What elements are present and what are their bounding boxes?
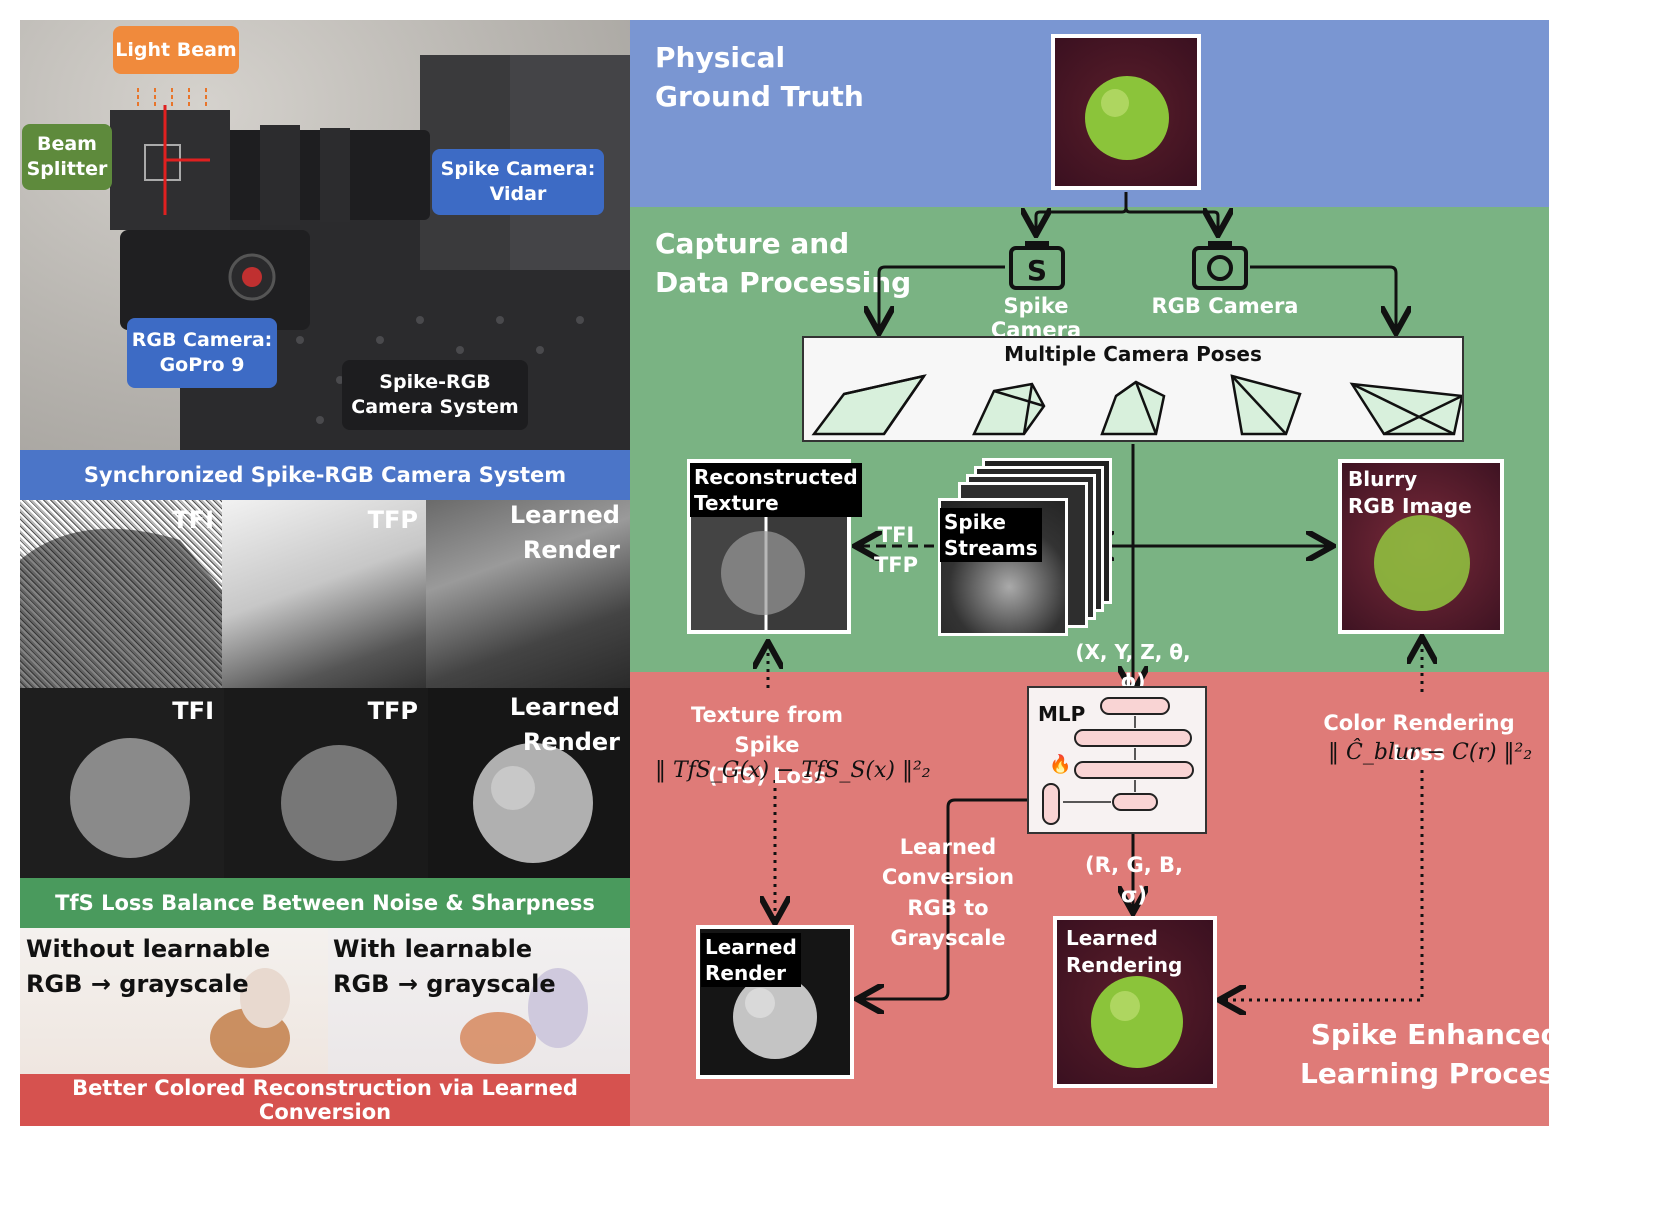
light-beam-tag: Light Beam bbox=[113, 26, 239, 74]
anime-with-label: With learnable RGB → grayscale bbox=[333, 935, 556, 998]
apple-learned-image bbox=[428, 688, 630, 878]
ground-truth-title: Physical Ground Truth bbox=[655, 41, 864, 114]
learned-render-label: Learned Render bbox=[701, 933, 801, 987]
mlp-box: MLP 🔥 bbox=[1027, 686, 1207, 834]
car-tfi-image bbox=[20, 500, 222, 688]
apple-tfp-label: TFP bbox=[367, 697, 418, 725]
car-learned-image bbox=[426, 500, 630, 688]
learned-conversion-label: Learned Conversion RGB to Grayscale bbox=[881, 835, 1015, 951]
anime-without-image bbox=[20, 928, 328, 1074]
camera-system-tag: Spike-RGB Camera System bbox=[342, 360, 528, 430]
apple-learned-label: Learned Render bbox=[509, 693, 620, 756]
spike-streams-label: Spike Streams bbox=[940, 508, 1042, 562]
rgb-camera-label: RGB Camera bbox=[1151, 294, 1299, 318]
spike-camera-label: Spike Camera bbox=[990, 294, 1082, 342]
color-loss-formula: ‖ Ĉ_blur − C(r) ‖²₂ bbox=[1328, 740, 1533, 765]
anime-without-label: Without learnable RGB → grayscale bbox=[26, 935, 271, 998]
ground-truth-image bbox=[1051, 34, 1201, 190]
banner-camera-system: Synchronized Spike-RGB Camera System bbox=[20, 450, 630, 500]
hardware-photo bbox=[20, 20, 630, 450]
rgb-sigma-label: (R, G, B, σ) bbox=[1085, 853, 1183, 908]
blurry-rgb-label: Blurry RGB Image bbox=[1348, 467, 1472, 518]
car-tfp-label: TFP bbox=[367, 506, 418, 534]
flow-connectors bbox=[630, 192, 1549, 1126]
tfs-loss-label: Texture from Spike (TfS) Loss bbox=[690, 703, 844, 788]
rgb-camera-icon bbox=[1192, 241, 1248, 290]
apple-tfi-label: TFI bbox=[172, 697, 214, 725]
learned-rendering-image bbox=[1053, 916, 1217, 1088]
camera-frustum-icons bbox=[811, 374, 1464, 436]
camera-poses-title: Multiple Camera Poses bbox=[1004, 342, 1262, 366]
mlp-layers: 🔥 bbox=[1042, 697, 1194, 825]
banner-colored-reconstruction: Better Colored Reconstruction via Learne… bbox=[20, 1074, 630, 1126]
car-tfi-label: TFI bbox=[172, 506, 214, 534]
spike-camera-tag: Spike Camera: Vidar bbox=[432, 149, 604, 215]
camera-poses-box: Multiple Camera Poses bbox=[802, 336, 1464, 442]
learned-rendering-label: Learned Rendering bbox=[1066, 926, 1183, 977]
apple-tfi-image bbox=[20, 688, 224, 878]
car-learned-label: Learned Render bbox=[509, 501, 620, 564]
apple-tfp-image bbox=[224, 688, 428, 878]
svg-text:S: S bbox=[1027, 254, 1047, 287]
spike-camera-icon: S bbox=[1009, 241, 1065, 290]
anime-with-image bbox=[328, 928, 630, 1074]
tfi-tfp-label: TFI TFP bbox=[873, 523, 919, 578]
car-tfp-image bbox=[222, 500, 426, 688]
color-loss-label: Color Rendering Loss bbox=[1323, 711, 1515, 766]
blurry-rgb-image bbox=[1338, 459, 1504, 634]
mlp-label: MLP bbox=[1038, 702, 1086, 726]
capture-title: Capture and Data Processing bbox=[655, 227, 912, 300]
tfs-loss-formula: ‖ TfS_G(x) − TfS_S(x) ‖²₂ bbox=[655, 758, 931, 783]
enhanced-title: Spike Enhanced Learning Process bbox=[1300, 1018, 1572, 1091]
camera-rig-illustration bbox=[110, 55, 630, 450]
rgb-camera-tag: RGB Camera: GoPro 9 bbox=[127, 318, 277, 388]
reconstructed-texture-label: Reconstructed Texture bbox=[690, 463, 862, 517]
beam-splitter-tag: Beam Splitter bbox=[22, 124, 112, 190]
flame-icon: 🔥 bbox=[1049, 753, 1071, 775]
banner-tfs-balance: TfS Loss Balance Between Noise & Sharpne… bbox=[20, 878, 630, 928]
